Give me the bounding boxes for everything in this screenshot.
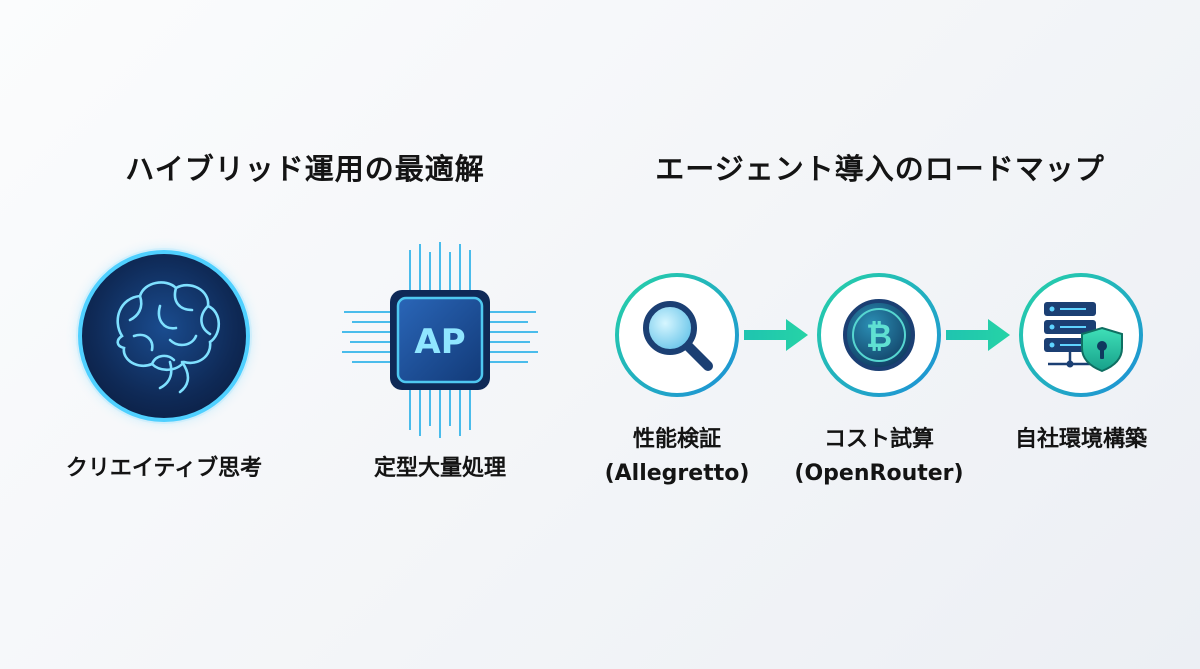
step-performance-line2: (Allegretto) — [604, 461, 750, 486]
ai-chip-icon: AP — [342, 242, 538, 438]
flow-arrow-1 — [744, 319, 808, 351]
coin-symbol: ₿ — [866, 317, 892, 355]
step-cost-line1: コスト試算 — [823, 427, 934, 452]
step-performance-label: 性能検証 (Allegretto) — [592, 423, 762, 491]
creative-thinking-label: クリエイティブ思考 — [65, 456, 263, 481]
flow-arrow-2 — [946, 319, 1010, 351]
step-build-line1: 自社環境構築 — [1014, 427, 1147, 452]
step-cost-label: コスト試算 (OpenRouter) — [784, 423, 974, 491]
agent-roadmap-title: エージェント導入のロードマップ — [655, 152, 1105, 186]
bitcoin-coin-icon: ₿ — [817, 273, 941, 397]
brain-icon — [76, 248, 252, 424]
step-cost-line2: (OpenRouter) — [794, 461, 964, 486]
magnifier-icon — [615, 273, 739, 397]
hybrid-operation-title: ハイブリッド運用の最適解 — [125, 152, 485, 186]
step-performance-line1: 性能検証 — [632, 427, 721, 452]
chip-label: AP — [414, 322, 465, 362]
routine-bulk-label: 定型大量処理 — [373, 456, 506, 481]
step-build-label: 自社環境構築 — [996, 423, 1166, 457]
server-shield-icon — [1019, 273, 1143, 397]
